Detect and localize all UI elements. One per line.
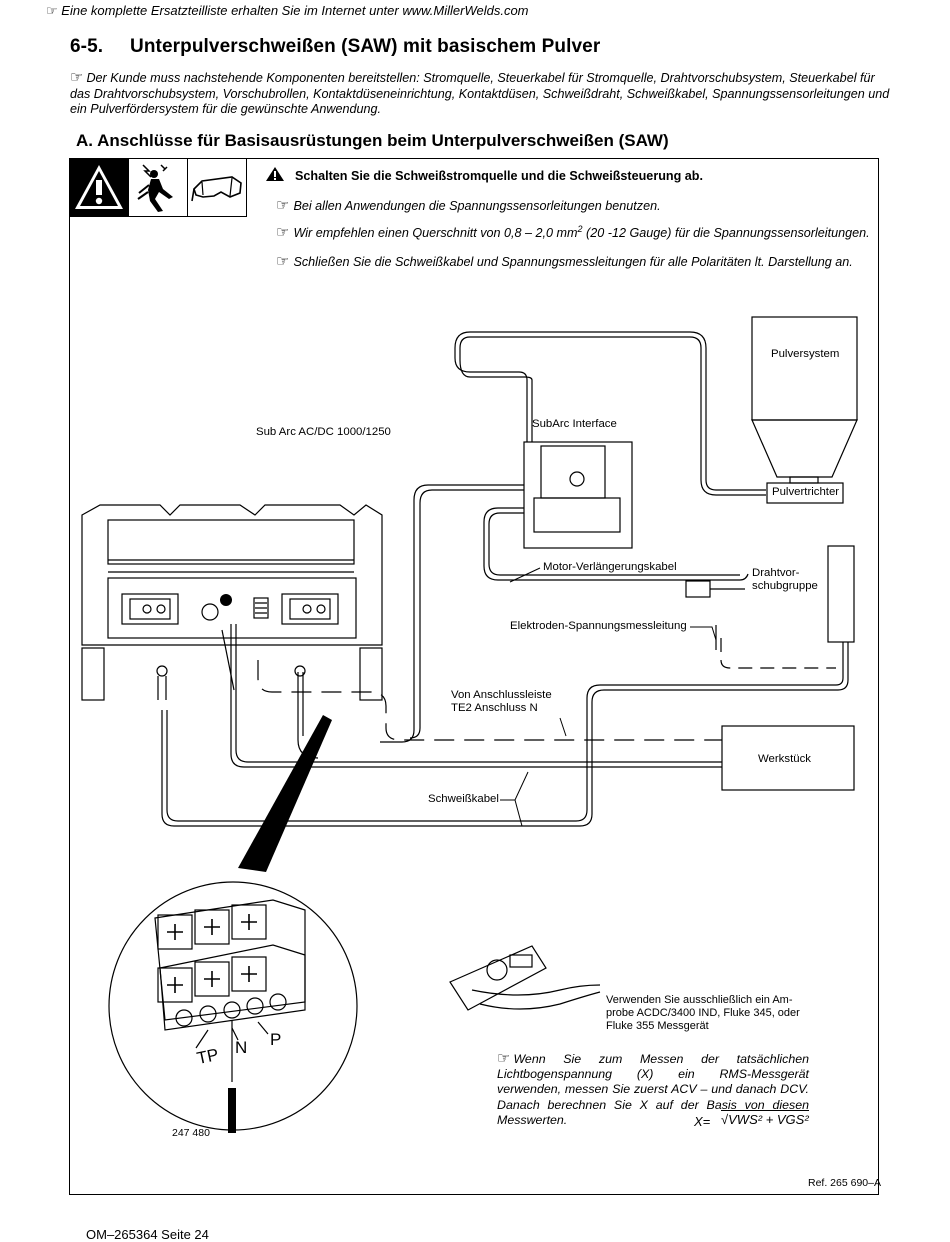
parts-list-note: ☞ Eine komplette Ersatzteilliste erhalte… (46, 3, 529, 19)
superscript: 2 (577, 223, 583, 234)
wire-feeder-label-1: Drahtvor- (752, 567, 800, 579)
pointing-hand-icon: ☞ (46, 4, 58, 19)
section-number: 6-5. (70, 36, 104, 57)
figure-number: 247 480 (172, 1127, 210, 1139)
warning-heading: Schalten Sie die Schweißstromquelle und … (265, 166, 703, 183)
pointing-hand-icon: ☞ (276, 223, 290, 241)
formula-root: √VWS² + VGS² (721, 1110, 809, 1127)
electrode-sense-label: Elektroden-Spannungsmessleitung (510, 620, 687, 632)
warning-bullet-3: ☞Schließen Sie die Schweißkabel und Span… (276, 252, 853, 270)
motor-extension-cable (483, 507, 749, 581)
warning-bullet-2-text: Wir empfehlen einen Querschnitt von 0,8 … (293, 226, 578, 240)
feeder-to-work-cable (161, 642, 849, 827)
formula-x: X= (694, 1114, 711, 1129)
subarc-interface-box (523, 441, 633, 549)
measurement-note: ☞Wenn Sie zum Messen der tatsächlichen L… (497, 1049, 809, 1128)
pointing-hand-icon: ☞ (276, 196, 290, 214)
wire-feeder-label: Drahtvor- schubgruppe (752, 567, 818, 593)
wire-drive-motor (827, 545, 855, 643)
workpiece-box (721, 725, 855, 791)
page-footer: OM–265364 Seite 24 (86, 1227, 209, 1242)
terminal-n-label: N (235, 1038, 248, 1057)
power-control-cable (380, 484, 524, 743)
flux-control-cable (454, 331, 766, 491)
power-source-outline (81, 504, 383, 646)
warning-bullet-2: ☞Wir empfehlen einen Querschnitt von 0,8… (276, 223, 870, 241)
interface-label: SubArc Interface (532, 418, 617, 430)
terminal-p-label: P (270, 1030, 282, 1049)
warning-heading-text: Schalten Sie die Schweißstromquelle und … (295, 169, 703, 183)
warning-bullet-1: ☞Bei allen Anwendungen die Spannungssens… (276, 196, 661, 214)
weld-cable-label: Schweißkabel (428, 793, 499, 805)
section-title-text: Unterpulverschweißen (SAW) mit basischem… (130, 36, 601, 57)
section-title: 6-5. Unterpulverschweißen (SAW) mit basis… (70, 36, 600, 58)
warning-icon-box (69, 158, 129, 217)
intro-text: Der Kunde muss nachstehende Komponenten … (70, 71, 890, 116)
warning-bullet-3-text: Schließen Sie die Schweißkabel und Spann… (293, 255, 853, 269)
te2-label-2: TE2 Anschluss N (451, 702, 538, 714)
meter-note: Verwenden Sie ausschließlich ein Am- pro… (606, 994, 800, 1032)
flux-hopper-label: Pulvertrichter (772, 486, 840, 498)
wire-feeder-label-2: schubgruppe (752, 580, 818, 592)
electric-shock-icon (137, 164, 173, 212)
motor-cable-label: Motor-Verlängerungskabel (543, 561, 677, 573)
intro-note: ☞Der Kunde muss nachstehende Komponenten… (70, 68, 892, 118)
safety-glasses-icon (191, 176, 242, 202)
flux-system-box (751, 316, 858, 421)
workpiece-label: Werkstück (758, 753, 811, 765)
weld-cable (235, 624, 722, 763)
power-source-label: Sub Arc AC/DC 1000/1250 (256, 426, 391, 438)
measurement-note-text: Wenn Sie zum Messen der tatsächlichen Li… (497, 1052, 809, 1127)
subsection-title: A. Anschlüsse für Basisausrüstungen beim… (76, 131, 669, 150)
glasses-icon-box (187, 158, 247, 217)
multimeter (449, 945, 547, 1011)
flux-system-label: Pulversystem (771, 348, 840, 360)
reference-number: Ref. 265 690–A (808, 1177, 881, 1189)
warning-bullet-1-text: Bei allen Anwendungen die Spannungssenso… (293, 199, 661, 213)
warning-bullet-2-post: (20 -12 Gauge) für die Spannungssensorle… (582, 226, 870, 240)
pointing-hand-icon: ☞ (70, 68, 84, 86)
parts-list-text: Eine komplette Ersatzteilliste erhalten … (61, 3, 529, 18)
warning-triangle-icon (75, 165, 123, 209)
small-warning-icon (265, 166, 295, 183)
te2-label: Von Anschlussleiste TE2 Anschluss N (451, 689, 552, 715)
pointing-hand-icon: ☞ (497, 1049, 511, 1067)
diagram-frame (69, 158, 879, 1195)
te2-label-1: Von Anschlussleiste (451, 689, 552, 701)
pointing-hand-icon: ☞ (276, 252, 290, 270)
flux-hopper-box (766, 482, 844, 504)
